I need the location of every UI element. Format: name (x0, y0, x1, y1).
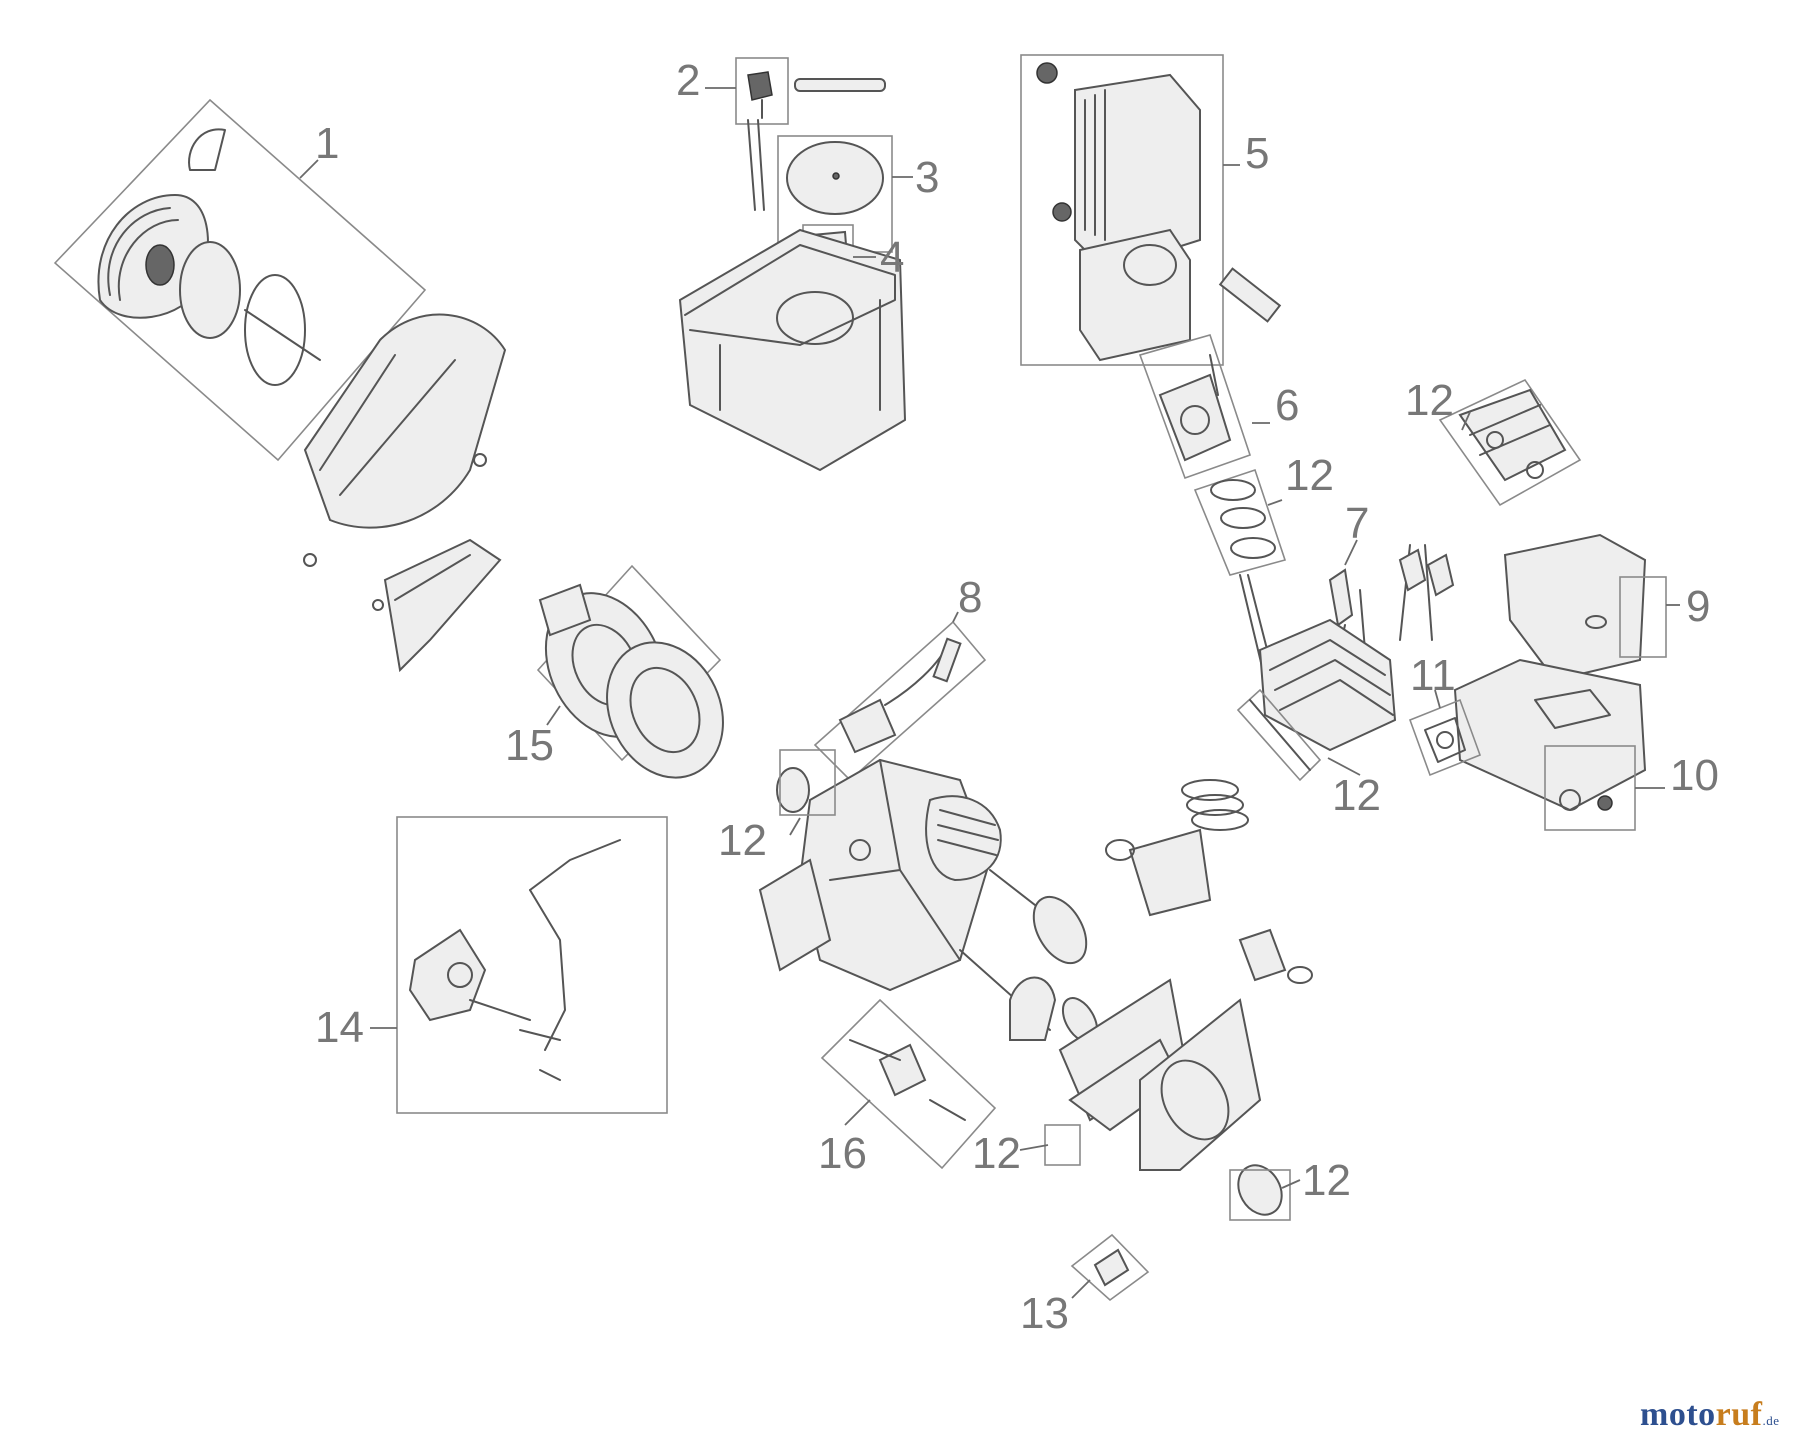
part-group-15-flywheel (536, 564, 724, 779)
callout-12-head-gasket: 12 (1332, 771, 1381, 820)
part-cylinder-head (1236, 618, 1397, 782)
part-group-10-muffler (1453, 658, 1647, 831)
brand-logo: motoruf.de (1640, 1396, 1780, 1434)
brand-name-part-2: ruf (1715, 1396, 1763, 1433)
part-crankcase (758, 758, 1002, 992)
callout-8: 8 (958, 573, 982, 622)
callout-5: 5 (1245, 129, 1269, 178)
callout-16: 16 (818, 1129, 867, 1178)
part-group-11-exhaust-gasket (1408, 698, 1482, 777)
part-group-12-small-boxes (779, 749, 1291, 1221)
callout-14: 14 (315, 1003, 364, 1052)
part-crankshaft-camshaft (959, 869, 1283, 1216)
callout-12-oil-seal: 12 (1302, 1156, 1351, 1205)
callout-6: 6 (1275, 381, 1299, 430)
callout-15: 15 (505, 721, 554, 770)
callout-11: 11 (1410, 651, 1456, 700)
leader-lines (299, 87, 1680, 1299)
brand-suffix: .de (1762, 1413, 1780, 1428)
part-group-3-fuel-tank (678, 135, 907, 472)
callout-3: 3 (915, 153, 939, 202)
callout-13: 13 (1020, 1289, 1069, 1338)
callout-2: 2 (676, 56, 700, 105)
part-group-12-gasket-stack (1193, 468, 1287, 701)
part-group-8-ignition-coil (813, 620, 987, 782)
callout-7: 7 (1345, 499, 1369, 548)
callout-4: 4 (880, 233, 904, 282)
callout-12-valve-cover: 12 (1405, 376, 1454, 425)
callout-12-intake-gaskets: 12 (1285, 451, 1334, 500)
part-group-2-fuel-valve (735, 57, 886, 211)
part-group-14-governor (396, 816, 668, 1114)
callout-10: 10 (1670, 751, 1719, 800)
part-group-5-air-filter (1020, 54, 1282, 366)
part-group-1-recoil-starter (53, 98, 427, 462)
part-fan-shroud (303, 313, 507, 673)
part-group-16-governor-gear (820, 998, 997, 1170)
callout-12-cover-gasket: 12 (972, 1129, 1021, 1178)
part-group-7-spark-plug-valves (1328, 544, 1455, 651)
part-group-9-muffler-guard (1503, 533, 1667, 682)
part-group-13-dipstick (1070, 1233, 1150, 1302)
brand-name-part-1: moto (1640, 1396, 1716, 1433)
callout-1: 1 (315, 119, 339, 168)
callout-12-coil-seal: 12 (718, 816, 767, 865)
callout-9: 9 (1686, 582, 1710, 631)
callout-labels: 1 2 3 4 5 6 7 8 9 10 11 12 12 12 12 12 1… (315, 56, 1719, 1338)
part-group-6-carburetor (1138, 334, 1252, 480)
part-group-12-valve-cover (1438, 378, 1582, 507)
part-piston-rings (1105, 779, 1313, 984)
